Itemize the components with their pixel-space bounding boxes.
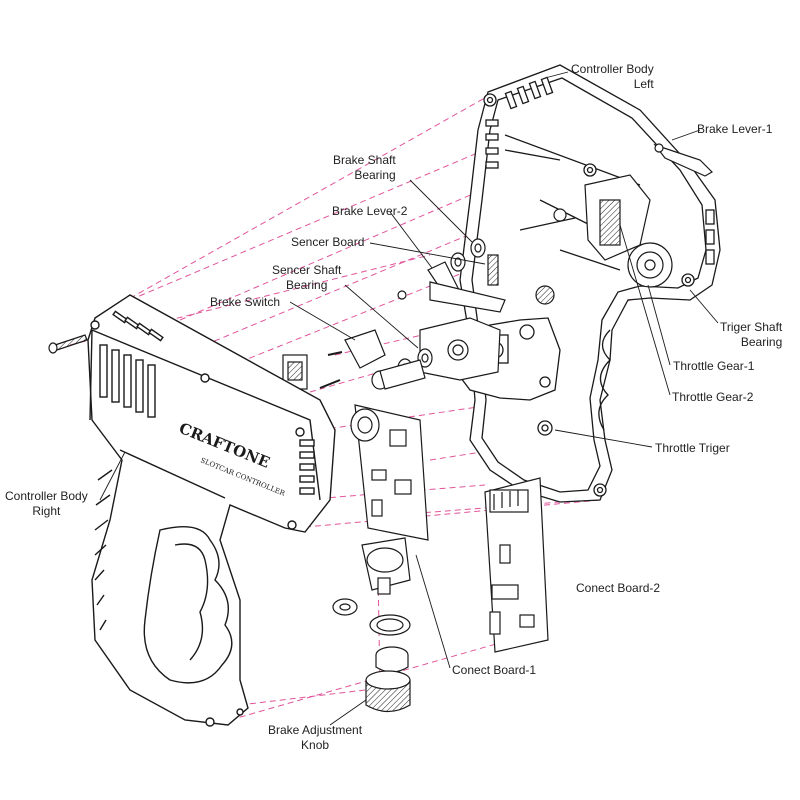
controller-body-right	[87, 294, 336, 727]
label-throttle-gear-2: Throttle Gear-2	[672, 390, 754, 404]
label-conect-board-1: Conect Board-1	[452, 663, 537, 677]
brake-adjustment-knob	[332, 537, 411, 713]
throttle-mechanism	[519, 174, 673, 305]
label-throttle-triger: Throttle Triger	[655, 441, 730, 455]
label-brake-shaft-bearing: Brake Shaft Bearing	[333, 153, 396, 182]
label-sencer-shaft-bearing: Sencer Shaft Bearing	[272, 263, 342, 292]
conect-board-2	[484, 477, 549, 653]
label-throttle-gear-1: Throttle Gear-1	[673, 359, 755, 373]
label-controller-body-right: Controller Body Right	[5, 489, 88, 518]
label-brake-adjustment-knob: Brake Adjustment Knob	[268, 723, 363, 752]
leader-lines	[99, 71, 719, 726]
label-conect-board-2: Conect Board-2	[576, 581, 661, 595]
brake-lever-1	[653, 143, 713, 177]
label-brake-lever-2: Brake Lever-2	[332, 204, 408, 218]
label-sencer-board: Sencer Board	[291, 235, 365, 249]
screw	[48, 334, 88, 354]
label-controller-body-left: Controller Body Left	[571, 62, 654, 91]
label-brake-lever-1: Brake Lever-1	[697, 122, 773, 136]
label-triger-shaft-bearing: Triger Shaft Bearing	[720, 320, 783, 349]
label-breke-switch: Breke Switch	[210, 295, 281, 309]
